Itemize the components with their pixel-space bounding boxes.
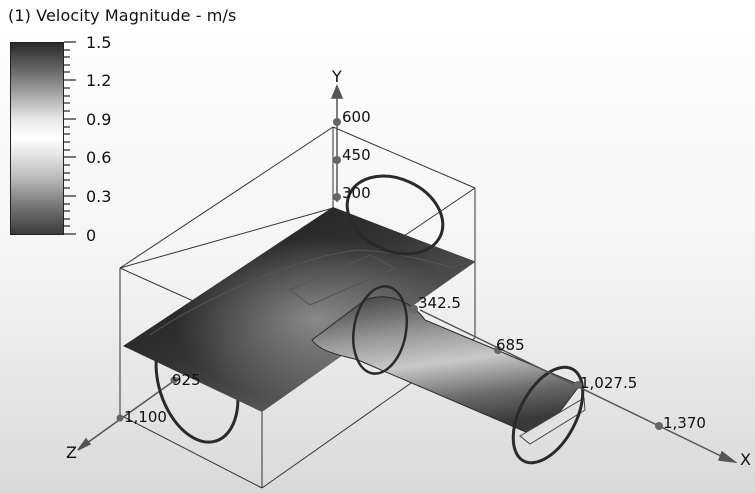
y-tick-label: 300: [342, 184, 371, 202]
legend-label: 0.3: [86, 187, 112, 206]
y-axis-name: Y: [331, 67, 342, 86]
z-axis: [77, 377, 179, 451]
x-tick-label: 1,370: [663, 414, 706, 432]
x-axis-ticks: [410, 305, 663, 430]
y-axis-ticks: [333, 118, 341, 201]
y-tick-label: 600: [342, 108, 371, 126]
x-tick-label: 1,027.5: [580, 374, 637, 392]
outlet-pipe: [311, 285, 586, 465]
y-axis: [330, 84, 344, 202]
y-tick-label: 450: [342, 146, 371, 164]
x-tick-label: 685: [496, 336, 525, 354]
z-tick-label: 925: [172, 371, 201, 389]
x-axis: [419, 309, 738, 464]
legend-label: 0.6: [86, 148, 112, 167]
z-axis-ticks: [116, 376, 178, 422]
legend-label: 0.9: [86, 110, 112, 129]
x-tick-label: 342.5: [418, 294, 461, 312]
z-axis-name: Z: [66, 443, 77, 462]
legend-color-bar: [10, 42, 64, 235]
z-tick-label: 1,100: [124, 408, 167, 426]
legend-label-min: 0: [86, 226, 97, 245]
result-title: (1) Velocity Magnitude - m/s: [8, 6, 237, 25]
x-axis-name: X: [740, 450, 751, 469]
legend-label: 1.2: [86, 71, 112, 90]
legend-label-max: 1.5: [86, 33, 112, 52]
